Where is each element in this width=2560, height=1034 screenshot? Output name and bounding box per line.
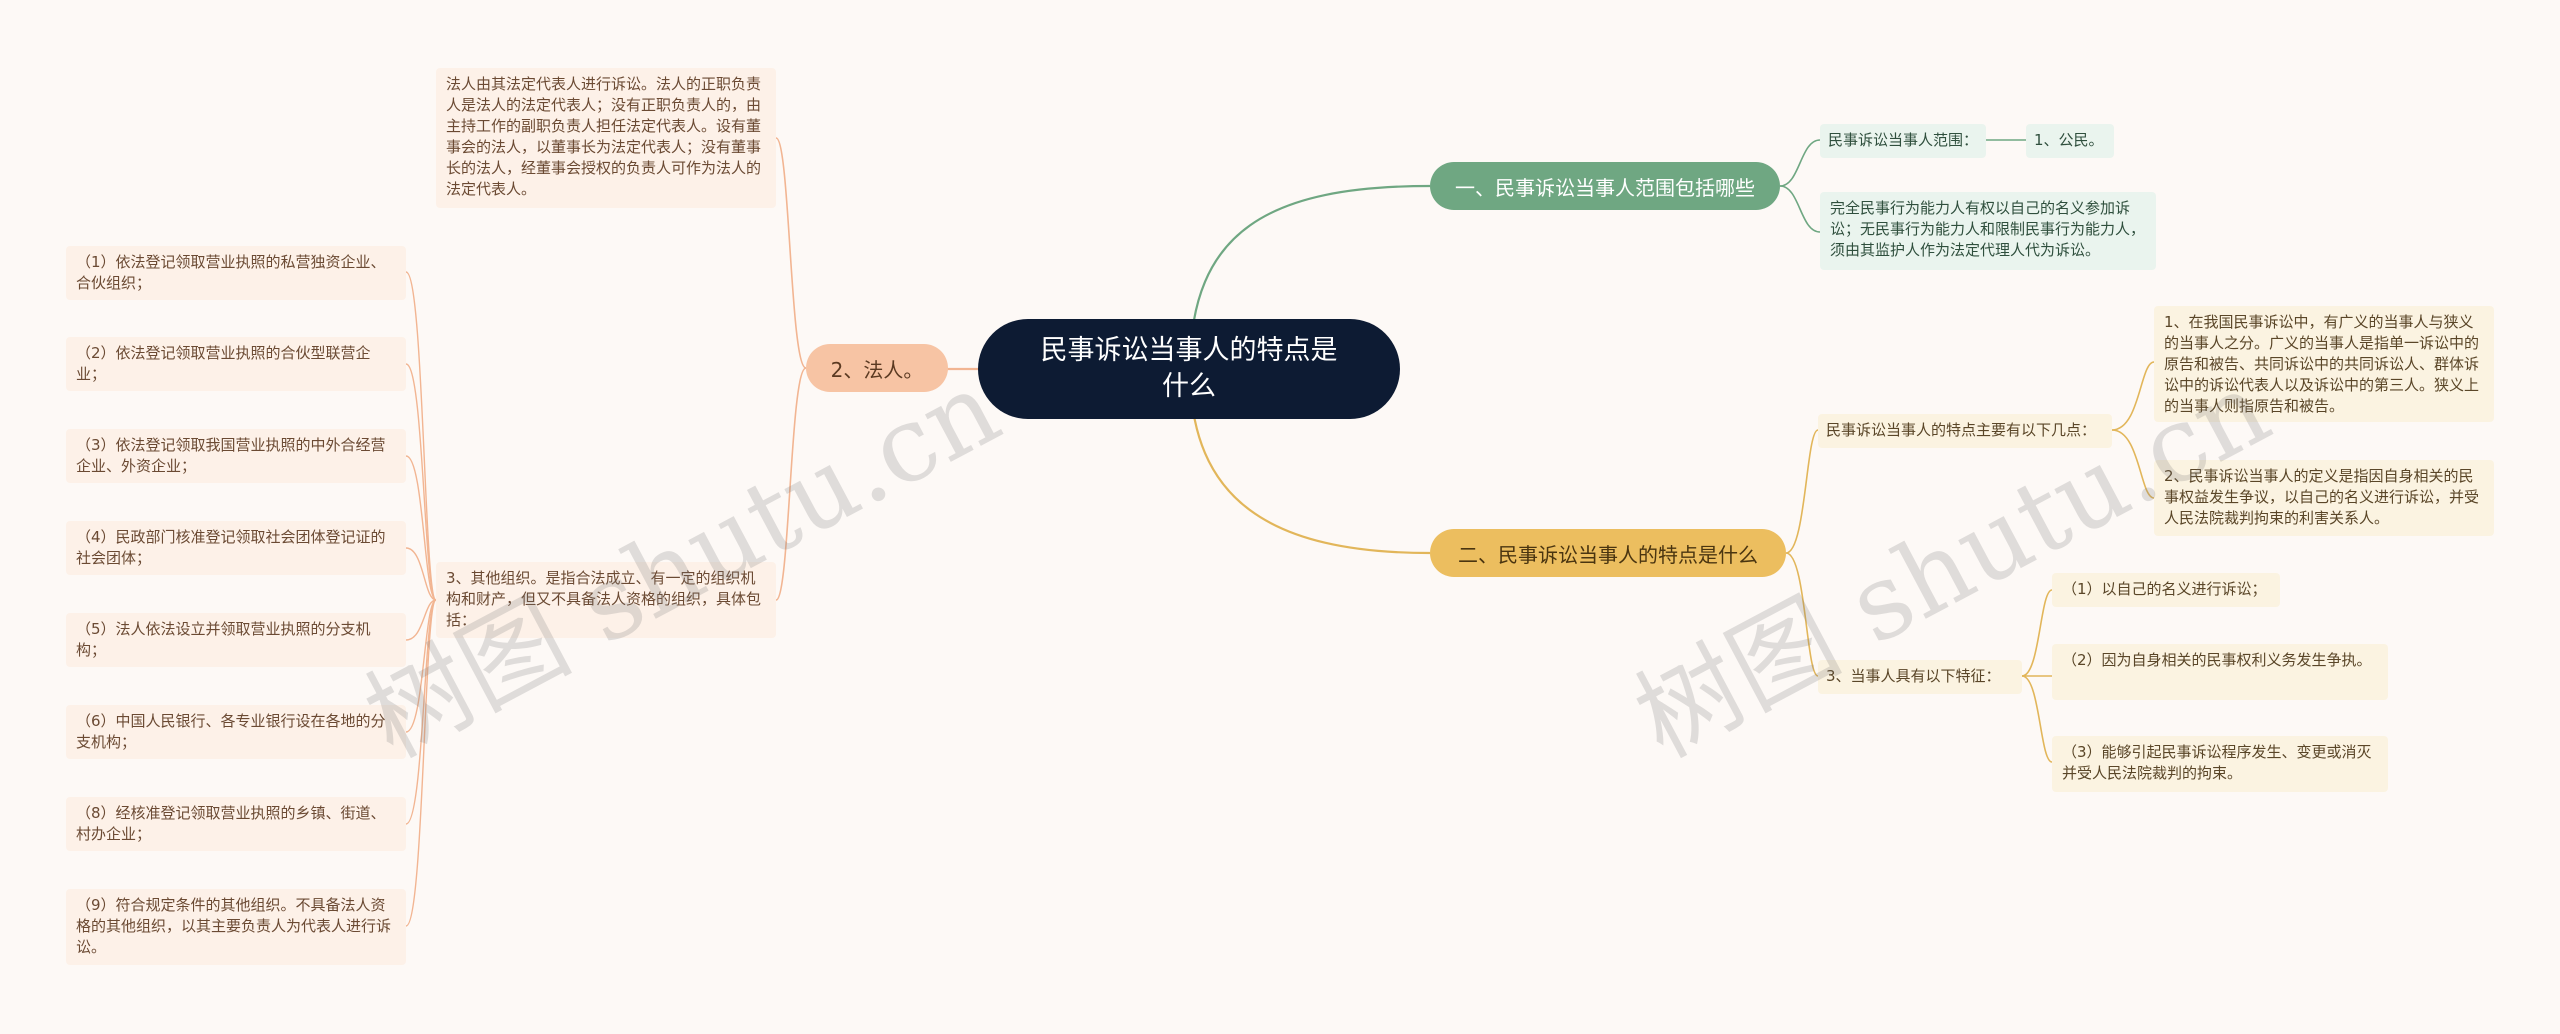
org-item-3[interactable]: （3）依法登记领取我国营业执照的中外合经营企业、外资企业；	[66, 429, 406, 483]
node-capacity[interactable]: 完全民事行为能力人有权以自己的名义参加诉讼；无民事行为能力人和限制民事行为能力人…	[1820, 192, 2156, 270]
org-item-2-text: （2）依法登记领取营业执照的合伙型联营企业；	[76, 344, 371, 383]
branch-features-label: 二、民事诉讼当事人的特点是什么	[1458, 542, 1758, 567]
node-char-2-text: （2）因为自身相关的民事权利义务发生争执。	[2062, 651, 2372, 669]
org-item-4-text: （4）民政部门核准登记领取社会团体登记证的社会团体；	[76, 528, 386, 567]
node-characteristics[interactable]: 3、当事人具有以下特征：	[1818, 660, 2022, 694]
node-scope-title[interactable]: 民事诉讼当事人范围：	[1820, 124, 1986, 158]
link-item-1	[405, 271, 437, 601]
link-item-5	[405, 599, 437, 641]
link-b3-c2	[775, 367, 807, 601]
node-broad-narrow[interactable]: 1、在我国民事诉讼中，有广义的当事人与狭义的当事人之分。广义的当事人是指单一诉讼…	[2154, 306, 2494, 422]
org-item-1-text: （1）依法登记领取营业执照的私营独资企业、合伙组织；	[76, 253, 386, 292]
org-item-8[interactable]: （8）经核准登记领取营业执照的乡镇、街道、村办企业；	[66, 797, 406, 851]
branch-features[interactable]: 二、民事诉讼当事人的特点是什么	[1430, 529, 1786, 577]
node-citizen-text: 1、公民。	[2034, 131, 2104, 149]
branch-scope[interactable]: 一、民事诉讼当事人范围包括哪些	[1430, 162, 1780, 210]
link-b3-c1	[775, 137, 807, 369]
org-item-9[interactable]: （9）符合规定条件的其他组织。不具备法人资格的其他组织，以其主要负责人为代表人进…	[66, 889, 406, 965]
branch-legal-person-label: 2、法人。	[830, 357, 924, 382]
link-root-b3	[946, 367, 978, 371]
node-definition[interactable]: 2、民事诉讼当事人的定义是指因自身相关的民事权益发生争议，以自己的名义进行诉讼，…	[2154, 460, 2494, 536]
link-item-4	[405, 547, 437, 601]
link-b2-c2a	[2021, 589, 2053, 677]
node-capacity-text: 完全民事行为能力人有权以自己的名义参加诉讼；无民事行为能力人和限制民事行为能力人…	[1830, 199, 2146, 259]
node-legal-rep-text: 法人由其法定代表人进行诉讼。法人的正职负责人是法人的法定代表人；没有正职负责人的…	[446, 75, 762, 198]
org-item-6[interactable]: （6）中国人民银行、各专业银行设在各地的分支机构；	[66, 705, 406, 759]
link-b2-c1a	[2111, 361, 2155, 431]
node-other-orgs-text: 3、其他组织。是指合法成立、有一定的组织机构和财产，但又不具备法人资格的组织，具…	[446, 569, 762, 629]
node-broad-narrow-text: 1、在我国民事诉讼中，有广义的当事人与狭义的当事人之分。广义的当事人是指单一诉讼…	[2164, 313, 2480, 415]
branch-legal-person[interactable]: 2、法人。	[806, 344, 948, 392]
node-char-2[interactable]: （2）因为自身相关的民事权利义务发生争执。	[2052, 644, 2388, 700]
node-char-1[interactable]: （1）以自己的名义进行诉讼；	[2052, 573, 2280, 607]
link-b1-c1	[1779, 139, 1821, 187]
org-item-8-text: （8）经核准登记领取营业执照的乡镇、街道、村办企业；	[76, 804, 386, 843]
org-item-3-text: （3）依法登记领取我国营业执照的中外合经营企业、外资企业；	[76, 436, 386, 475]
org-item-4[interactable]: （4）民政部门核准登记领取社会团体登记证的社会团体；	[66, 521, 406, 575]
link-item-2	[405, 363, 437, 601]
org-item-9-text: （9）符合规定条件的其他组织。不具备法人资格的其他组织，以其主要负责人为代表人进…	[76, 896, 392, 956]
org-item-5[interactable]: （5）法人依法设立并领取营业执照的分支机构；	[66, 613, 406, 667]
link-root-b1	[1188, 184, 1431, 370]
org-item-1[interactable]: （1）依法登记领取营业执照的私营独资企业、合伙组织；	[66, 246, 406, 300]
branch-scope-label: 一、民事诉讼当事人范围包括哪些	[1455, 175, 1755, 200]
node-legal-rep[interactable]: 法人由其法定代表人进行诉讼。法人的正职负责人是法人的法定代表人；没有正职负责人的…	[436, 68, 776, 208]
link-b2-c2c	[2021, 675, 2053, 763]
org-item-6-text: （6）中国人民银行、各专业银行设在各地的分支机构；	[76, 712, 386, 751]
link-item-8	[405, 599, 437, 825]
root-title: 民事诉讼当事人的特点是什么	[1040, 335, 1338, 402]
link-b2-c1b	[2111, 429, 2155, 499]
node-char-1-text: （1）以自己的名义进行诉讼；	[2062, 580, 2267, 598]
node-features-intro[interactable]: 民事诉讼当事人的特点主要有以下几点：	[1818, 414, 2112, 448]
node-definition-text: 2、民事诉讼当事人的定义是指因自身相关的民事权益发生争议，以自己的名义进行诉讼，…	[2164, 467, 2480, 527]
org-item-2[interactable]: （2）依法登记领取营业执照的合伙型联营企业；	[66, 337, 406, 391]
node-citizen[interactable]: 1、公民。	[2026, 124, 2114, 158]
root-node[interactable]: 民事诉讼当事人的特点是什么	[978, 319, 1400, 419]
node-other-orgs[interactable]: 3、其他组织。是指合法成立、有一定的组织机构和财产，但又不具备法人资格的组织，具…	[436, 562, 776, 638]
org-item-5-text: （5）法人依法设立并领取营业执照的分支机构；	[76, 620, 371, 659]
link-b2-c1	[1785, 429, 1819, 554]
node-scope-title-text: 民事诉讼当事人范围：	[1828, 131, 1979, 149]
node-char-3-text: （3）能够引起民事诉讼程序发生、变更或消灭并受人民法院裁判的拘束。	[2062, 743, 2372, 782]
link-item-9	[405, 599, 437, 927]
node-characteristics-text: 3、当事人具有以下特征：	[1826, 667, 2001, 685]
link-b2-c2	[1785, 552, 1819, 677]
node-features-intro-text: 民事诉讼当事人的特点主要有以下几点：	[1826, 421, 2097, 439]
node-char-3[interactable]: （3）能够引起民事诉讼程序发生、变更或消灭并受人民法院裁判的拘束。	[2052, 736, 2388, 792]
link-b1-c2	[1779, 185, 1821, 233]
link-item-6	[405, 599, 437, 733]
link-item-3	[405, 455, 437, 601]
